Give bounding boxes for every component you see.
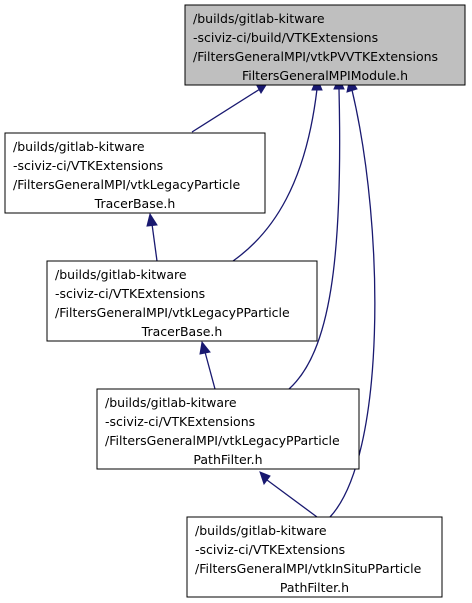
node-label-line: /builds/gitlab-kitware xyxy=(105,395,237,410)
node-box xyxy=(186,516,443,598)
node-legacy-p-particle-tracer-base[interactable]: /builds/gitlab-kitware -sciviz-ci/VTKExte… xyxy=(46,260,318,342)
node-label-line: PathFilter.h xyxy=(280,580,349,595)
edge-legacy-particle-tracer-base-to-module xyxy=(191,83,267,133)
node-label-line: PathFilter.h xyxy=(193,452,262,467)
edge-legacy-p-particle-tracer-base-to-legacy-particle-tracer-base xyxy=(146,212,158,262)
node-label-line: /builds/gitlab-kitware xyxy=(13,139,145,154)
edge-line xyxy=(204,351,216,390)
node-label-line: TracerBase.h xyxy=(94,196,176,211)
node-legacy-p-particle-path-filter[interactable]: /builds/gitlab-kitware -sciviz-ci/VTKExte… xyxy=(96,388,360,470)
edge-in-situ-p-particle-path-filter-to-legacy-p-particle-path-filter xyxy=(259,471,318,518)
node-box xyxy=(96,388,360,470)
edge-line xyxy=(329,89,376,518)
node-label-line: -sciviz-ci/VTKExtensions xyxy=(55,286,205,301)
node-box xyxy=(4,132,266,214)
node-label-line: TracerBase.h xyxy=(141,324,223,339)
edge-legacy-p-particle-path-filter-to-module xyxy=(288,76,345,390)
node-label-line: /FiltersGeneralMPI/vtkLegacyPParticle xyxy=(105,433,340,448)
node-label-line: /FiltersGeneralMPI/vtkLegacyParticle xyxy=(13,177,240,192)
node-label-line: /FiltersGeneralMPI/vtkPVVTKExtensions xyxy=(193,49,438,64)
node-box xyxy=(46,260,318,342)
edge-arrowhead xyxy=(259,471,271,486)
node-label-line: /builds/gitlab-kitware xyxy=(195,523,327,538)
edge-line xyxy=(266,479,318,518)
edge-line xyxy=(232,88,318,262)
node-box xyxy=(184,4,466,86)
node-label-line: /FiltersGeneralMPI/vtkLegacyPParticle xyxy=(55,305,290,320)
node-in-situ-p-particle-path-filter[interactable]: /builds/gitlab-kitware -sciviz-ci/VTKExte… xyxy=(186,516,443,598)
node-legacy-particle-tracer-base[interactable]: /builds/gitlab-kitware -sciviz-ci/VTKExte… xyxy=(4,132,266,214)
node-label-line: -sciviz-ci/build/VTKExtensions xyxy=(193,30,378,45)
node-label-line: /builds/gitlab-kitware xyxy=(55,267,187,282)
edge-line xyxy=(288,88,341,390)
edge-line xyxy=(191,88,261,133)
edge-line xyxy=(151,223,158,262)
node-label-line: -sciviz-ci/VTKExtensions xyxy=(195,542,345,557)
node-label-line: FiltersGeneralMPIModule.h xyxy=(242,68,408,83)
node-module[interactable]: /builds/gitlab-kitware -sciviz-ci/build/V… xyxy=(184,4,466,86)
node-label-line: -sciviz-ci/VTKExtensions xyxy=(13,158,163,173)
node-label-line: -sciviz-ci/VTKExtensions xyxy=(105,414,255,429)
node-label-line: /builds/gitlab-kitware xyxy=(193,11,325,26)
edge-legacy-p-particle-path-filter-to-legacy-p-particle-tracer-base xyxy=(199,340,216,390)
edge-arrowhead xyxy=(146,212,158,227)
node-label-line: /FiltersGeneralMPI/vtkInSituPParticle xyxy=(195,561,422,576)
edge-arrowhead xyxy=(199,340,211,355)
